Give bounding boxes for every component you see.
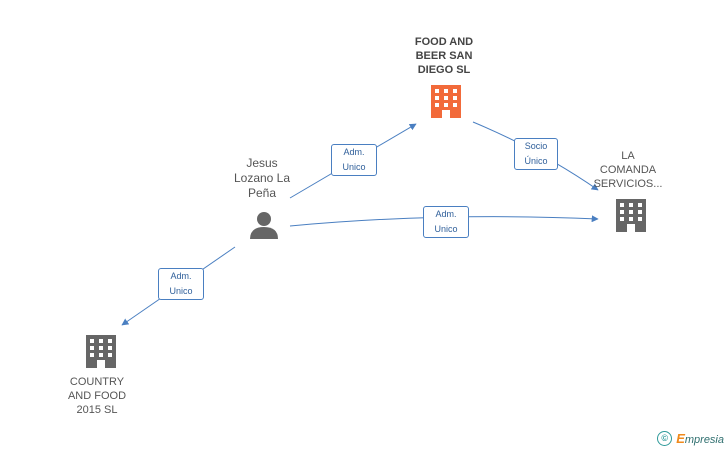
edge-label-line: Único (524, 156, 548, 166)
edge-label-line: Adm. (170, 271, 192, 281)
label-line: LA (621, 150, 635, 162)
edge-label-line: Adm. (343, 147, 365, 157)
brand-logo: Empresia (676, 431, 724, 446)
label-line: SERVICIOS... (593, 178, 663, 190)
building-icon[interactable] (86, 335, 116, 368)
node-label-country-and-food[interactable]: COUNTRY AND FOOD 2015 SL (57, 375, 137, 417)
label-line: Peña (247, 186, 277, 200)
node-label-food-and-beer[interactable]: FOOD AND BEER SAN DIEGO SL (396, 35, 492, 77)
label-line: FOOD AND (414, 36, 474, 48)
label-line: AND FOOD (67, 390, 127, 402)
edge-label-line: Unico (169, 286, 193, 296)
edge-label-line: Socio (524, 141, 548, 151)
node-label-person[interactable]: Jesus Lozano La Peña (222, 156, 302, 201)
label-line: COUNTRY (69, 376, 125, 388)
building-icon[interactable] (616, 199, 646, 232)
label-line: DIEGO SL (417, 64, 471, 76)
edge-label-line: Unico (434, 224, 458, 234)
edge-label-socio-unico[interactable]: Socio Único (514, 138, 558, 170)
label-line: 2015 SL (76, 404, 118, 416)
building-icon[interactable] (431, 85, 461, 118)
node-label-la-comanda[interactable]: LA COMANDA SERVICIOS... (588, 149, 668, 191)
copyright-icon: © (657, 431, 673, 446)
edge-label-line: Unico (342, 162, 366, 172)
brand-watermark: © Empresia (657, 431, 724, 446)
edge-label-adm-unico[interactable]: Adm. Unico (158, 268, 204, 300)
label-line: COMANDA (599, 164, 657, 176)
label-line: Lozano La (233, 171, 291, 185)
person-icon[interactable] (250, 212, 278, 239)
edge-label-adm-unico[interactable]: Adm. Unico (423, 206, 469, 238)
label-line: BEER SAN (415, 50, 473, 62)
edge-label-adm-unico[interactable]: Adm. Unico (331, 144, 377, 176)
edge-label-line: Adm. (435, 209, 457, 219)
label-line: Jesus (246, 156, 278, 170)
